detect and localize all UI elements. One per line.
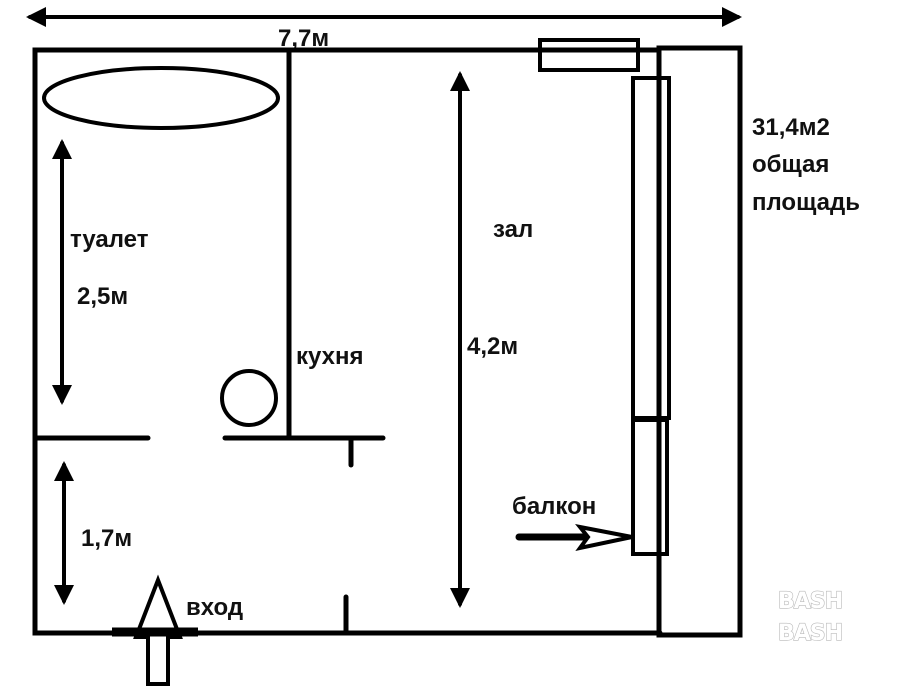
balcony-door-frame <box>631 418 669 556</box>
watermark-bottom: BASH <box>778 621 842 646</box>
total-area-value: 31,4м2 <box>752 114 830 141</box>
kitchen-label: кухня <box>296 343 364 370</box>
total-area-line2: общая <box>752 151 829 178</box>
window <box>538 38 640 72</box>
toilet-length-label: 2,5м <box>77 283 128 310</box>
outer-wall <box>32 47 660 636</box>
balcony-label: балкон <box>512 493 596 520</box>
toilet-bowl <box>220 369 278 427</box>
balcony-arrow-icon <box>575 524 633 552</box>
bathtub <box>42 66 280 130</box>
hall-length-label: 4,2м <box>467 333 518 360</box>
total-area-line3: площадь <box>752 189 860 216</box>
hall-label: зал <box>493 216 533 243</box>
hallway-length-label: 1,7м <box>81 525 132 552</box>
balcony-window-frame <box>631 76 671 420</box>
entrance-label: вход <box>186 594 243 621</box>
balcony-outline <box>656 45 743 638</box>
entrance-arrow-icon <box>133 574 183 686</box>
watermark-top: BASH <box>778 589 842 614</box>
toilet-label: туалет <box>70 226 149 253</box>
